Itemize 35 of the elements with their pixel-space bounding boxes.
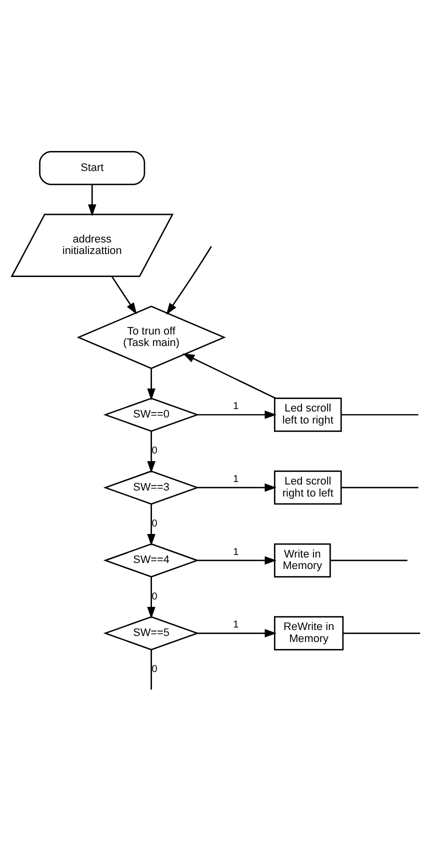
- connector: [330, 559, 408, 561]
- connector: [150, 649, 152, 690]
- edge-label: 0: [152, 664, 158, 675]
- edge-label: 1: [233, 546, 239, 558]
- node-diamond: SW==3: [103, 470, 200, 504]
- edge-label: 1: [233, 619, 239, 630]
- node-diamond: SW==5: [103, 616, 200, 650]
- arrow: [197, 410, 277, 418]
- edge-label: 1: [233, 473, 239, 484]
- arrow: [88, 184, 96, 216]
- connector: [341, 486, 418, 488]
- arrow: [111, 276, 137, 314]
- arrow: [197, 628, 277, 637]
- arrow: [147, 368, 156, 400]
- arrow: [166, 246, 212, 314]
- edge-label: 0: [152, 445, 158, 456]
- arrow: [147, 504, 156, 546]
- arrow: [147, 576, 156, 618]
- arrow: [182, 352, 276, 398]
- node-box: Led scroll left to right: [274, 397, 342, 432]
- node-box: Start: [39, 150, 146, 185]
- node-diamond: SW==0: [103, 397, 200, 432]
- edge-label: 0: [152, 518, 158, 530]
- connector: [343, 632, 420, 634]
- node-diamond: To trun off (Task main): [76, 305, 226, 369]
- node-box: Write in Memory: [274, 542, 331, 577]
- edge-label: 1: [233, 400, 239, 412]
- arrow: [197, 556, 277, 564]
- node-box: ReWrite in Memory: [274, 616, 344, 650]
- arrow: [197, 482, 277, 492]
- node-box: Led scroll right to left: [274, 470, 342, 504]
- node-diamond: SW==4: [103, 542, 200, 578]
- edge-label: 0: [152, 590, 158, 602]
- arrow: [147, 430, 156, 473]
- connector: [341, 414, 418, 415]
